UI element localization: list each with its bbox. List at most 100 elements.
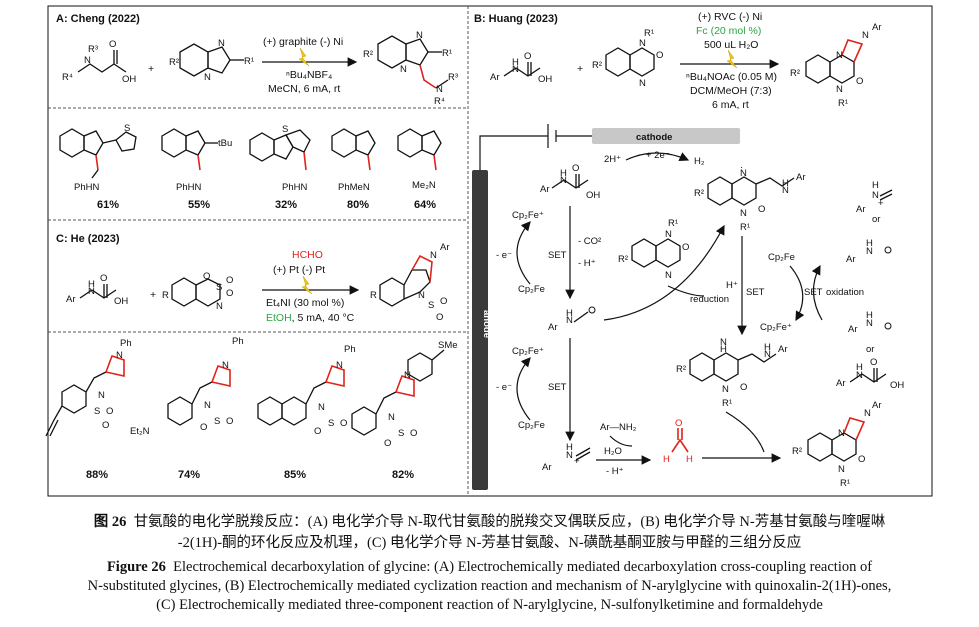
n-arylglycine-b: Ar H N O OH (490, 51, 552, 85)
svg-text:R¹: R¹ (644, 28, 654, 39)
svg-text:O: O (106, 406, 113, 417)
scope-a-compound-2: tBu PhHN 55% (161, 128, 232, 211)
cp2fe-plus-1: Cp₂Fe⁺ (512, 210, 544, 221)
svg-text:Ar: Ar (872, 400, 882, 411)
svg-text:N: N (864, 408, 871, 419)
panel-a: A: Cheng (2022) O OH N R³ R⁴ + R² R¹ N N… (56, 13, 458, 211)
scope-c-compound-2: N Ph N S O O Et₂N 74% (130, 336, 244, 481)
formaldehyde: H H O (663, 418, 693, 465)
svg-text:O: O (226, 288, 233, 299)
svg-text:R⁴: R⁴ (434, 96, 445, 107)
svg-text:S: S (282, 124, 288, 135)
c-reagent: HCHO (292, 249, 323, 261)
h-plus-mech: H⁺ (726, 280, 738, 291)
svg-text:O: O (740, 382, 747, 393)
svg-text:S: S (94, 406, 100, 417)
svg-text:H: H (560, 168, 567, 179)
svg-text:O: O (524, 51, 531, 62)
ph-label-3: Ph (344, 344, 356, 355)
svg-text:N: N (836, 84, 843, 95)
amine-1: PhHN (74, 182, 99, 193)
svg-text:N: N (862, 30, 869, 41)
amine-2: PhHN (176, 182, 201, 193)
cp2fe-3: Cp₂Fe (518, 420, 545, 431)
dihydro-intermediate: R² H N H N Ar O N R¹ (676, 337, 788, 409)
reduction-label: reduction (690, 294, 729, 305)
ph-label-1: Ph (120, 338, 132, 349)
yield-a3: 32% (275, 199, 297, 211)
caption-cn-text: 甘氨酸的电化学脱羧反应：(A) 电化学介导 N-取代甘氨酸的脱羧交叉偶联反应，(… (133, 514, 886, 530)
caption-en-line-1: Figure 26 Electrochemical decarboxylatio… (0, 558, 979, 577)
or-2: or (866, 344, 874, 355)
svg-text:N: N (400, 64, 407, 75)
svg-text:Ar: Ar (490, 72, 500, 83)
right-side-species: Ar H N + or Ar H N Ar H N or Ar H N O OH (836, 180, 904, 391)
svg-text:N: N (88, 286, 95, 297)
yield-a4: 80% (347, 199, 369, 211)
svg-text:R²: R² (169, 57, 179, 68)
svg-text:O: O (856, 76, 863, 87)
svg-text:O: O (682, 242, 689, 253)
svg-text:Ar: Ar (548, 322, 558, 333)
sulfonyl-ketimine: R O S N O O (162, 271, 233, 312)
svg-text:N: N (416, 30, 423, 41)
sme-label: SMe (438, 340, 458, 351)
svg-text:OH: OH (122, 74, 136, 85)
svg-text:R²: R² (618, 254, 628, 265)
r3-label: R³ (88, 44, 98, 55)
svg-text:N: N (740, 168, 747, 179)
svg-text:N: N (665, 270, 672, 281)
cathode-electrode (592, 128, 740, 144)
svg-text:O: O (675, 418, 682, 429)
svg-text:N: N (720, 337, 727, 348)
svg-text:N: N (838, 428, 845, 439)
svg-text:N: N (318, 402, 325, 413)
svg-text:N: N (740, 208, 747, 219)
b-cond2: Fc (20 mol %) (696, 25, 761, 37)
svg-text:O: O (440, 296, 447, 307)
minus-e-1: - e⁻ (496, 250, 512, 261)
svg-text:N: N (222, 360, 229, 371)
scope-c: N Ph N S O O 88% N Ph N S O O Et₂N 74% (45, 336, 458, 481)
svg-text:O: O (758, 204, 765, 215)
yield-c2: 74% (178, 469, 200, 481)
caption-cn-label: 图 26 (93, 514, 127, 530)
amine-3: PhHN (282, 182, 307, 193)
svg-text:R²: R² (694, 188, 704, 199)
panel-b-title: B: Huang (2023) (474, 13, 558, 25)
substituted-glycine: O OH N R³ R⁴ (62, 39, 136, 85)
lightning-icon (301, 275, 313, 295)
svg-text:N: N (866, 318, 873, 329)
cp2fe-plus-3: Cp₂Fe⁺ (512, 346, 544, 357)
svg-text:O: O (410, 428, 417, 439)
svg-text:O: O (858, 454, 865, 465)
svg-text:O: O (656, 50, 663, 61)
glycine-intermediate: Ar H N O OH (540, 163, 600, 201)
scope-a: S PhHN 61% tBu PhHN 55% S (59, 123, 442, 211)
figure-canvas: A: Cheng (2022) O OH N R³ R⁴ + R² R¹ N N… (45, 5, 933, 497)
svg-text:S: S (124, 123, 130, 134)
hplus-label: 2H⁺ (604, 154, 621, 165)
svg-text:R¹: R¹ (244, 56, 254, 67)
svg-text:R¹: R¹ (722, 398, 732, 409)
b-cond4: ⁿBu₄NOAc (0.05 M) (686, 71, 777, 83)
svg-text:R: R (370, 290, 377, 301)
yield-a5: 64% (414, 199, 436, 211)
svg-text:N: N (856, 370, 863, 381)
caption-en-line-3: (C) Electrochemically mediated three-com… (156, 597, 823, 613)
svg-text:Ar: Ar (66, 294, 76, 305)
lightning-icon (298, 47, 310, 67)
svg-text:Ar: Ar (836, 378, 846, 389)
amine-4: PhMeN (338, 182, 370, 193)
ar-nh2: Ar—NH₂ (600, 422, 637, 433)
svg-text:N: N (116, 350, 123, 361)
svg-text:OH: OH (114, 296, 128, 307)
svg-text:S: S (398, 428, 404, 439)
scope-c-compound-4: N SMe N S O O 82% (351, 340, 458, 481)
cp2fe-1: Cp₂Fe (518, 284, 545, 295)
svg-text:N: N (566, 450, 573, 461)
c-cond1: (+) Pt (-) Pt (273, 264, 325, 276)
b-cond6: 6 mA, rt (712, 99, 749, 111)
svg-text:R¹: R¹ (840, 478, 850, 489)
quinoxalinone-mech: R² N R¹ O N (618, 218, 689, 281)
